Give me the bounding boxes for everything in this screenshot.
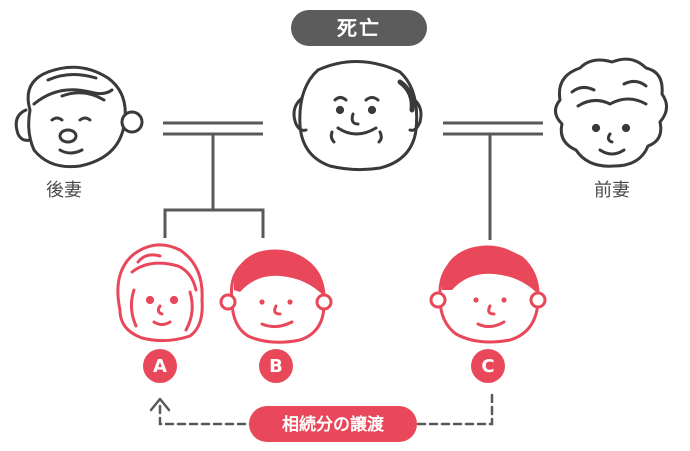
left-spouse-face-icon <box>14 65 144 169</box>
deceased-face-icon <box>292 60 423 172</box>
heir-b-badge: B <box>259 349 293 383</box>
heir-c-badge: C <box>471 349 505 383</box>
transfer-badge-bg <box>249 406 417 442</box>
heir-a-badge: A <box>143 349 177 383</box>
heir-b-label: B <box>269 356 283 377</box>
heir-c-face-icon <box>429 245 547 344</box>
marriage-lines <box>163 121 543 240</box>
heir-a-face-icon <box>116 243 204 343</box>
transfer-arrowhead-icon <box>149 397 171 412</box>
deceased-badge-bg <box>291 10 427 46</box>
right-spouse-face-icon <box>554 57 668 168</box>
heir-c-label: C <box>481 356 494 377</box>
heir-b-face-icon <box>219 249 333 344</box>
deceased-label: 死亡 <box>337 16 381 40</box>
right-spouse-label: 前妻 <box>594 180 630 201</box>
transfer-badge: 相続分の譲渡 <box>249 406 417 442</box>
deceased-badge: 死亡 <box>291 10 427 46</box>
left-spouse-label: 後妻 <box>46 180 82 201</box>
heir-a-label: A <box>153 356 167 377</box>
transfer-label: 相続分の譲渡 <box>282 414 385 435</box>
